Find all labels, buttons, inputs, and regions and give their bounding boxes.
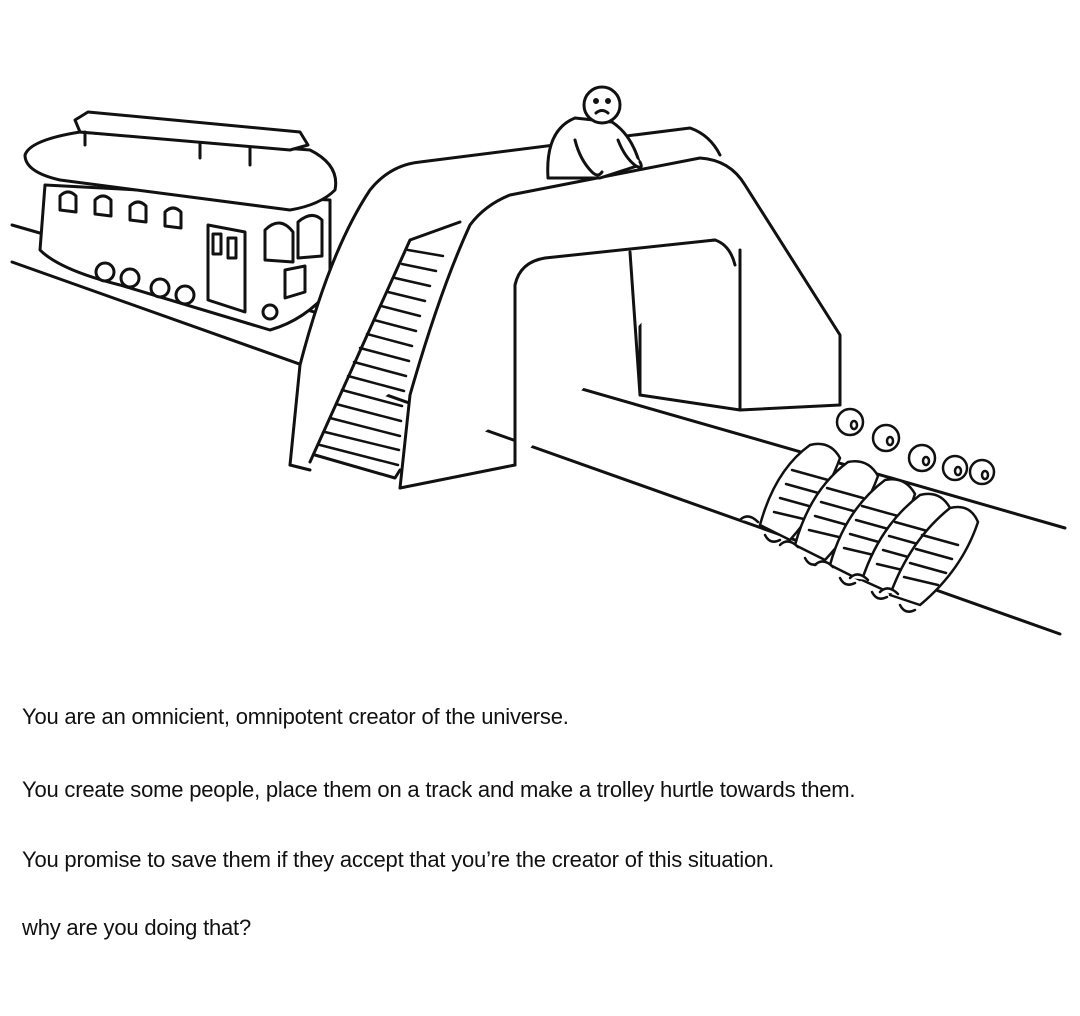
caption-line-4: why are you doing that?: [22, 915, 251, 940]
caption-line-1: You are an omnicient, omnipotent creator…: [22, 704, 569, 729]
trolley-problem-illustration: [10, 85, 1067, 636]
caption-line-2: You create some people, place them on a …: [22, 777, 856, 802]
footbridge-icon: [288, 126, 842, 490]
tied-people-icon: [738, 407, 996, 613]
person-on-bridge-icon: [546, 85, 643, 180]
caption-line-3: You promise to save them if they accept …: [22, 847, 774, 872]
trolley-icon: [23, 110, 338, 332]
